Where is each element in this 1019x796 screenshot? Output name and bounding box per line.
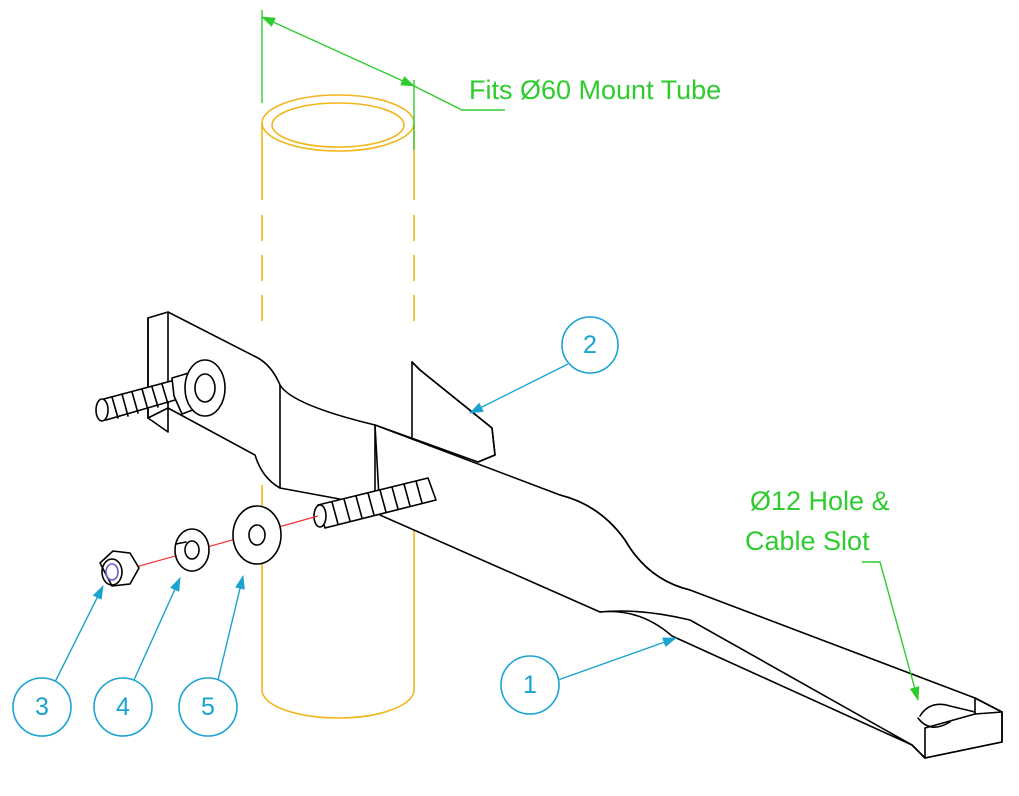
balloon-3-label: 3: [35, 693, 49, 721]
nyloc-nut-part-3: [99, 550, 140, 587]
lower-stud: [313, 477, 437, 529]
bracket-arm-part-1: [374, 424, 1003, 759]
hole-note-line-2: Cable Slot: [745, 526, 870, 556]
tube-fit-note: Fits Ø60 Mount Tube: [469, 75, 721, 105]
hole-note-leader: [862, 561, 920, 701]
balloon-2: 2: [469, 316, 619, 414]
balloon-5: 5: [178, 575, 245, 737]
spring-washer-part-4: [174, 528, 210, 572]
bolt-axis-line: [117, 515, 319, 573]
balloon-1-label: 1: [523, 671, 537, 699]
balloon-5-label: 5: [201, 693, 215, 721]
hole-note-line-1: Ø12 Hole &: [750, 486, 890, 516]
upper-bolt: [95, 359, 226, 422]
tube-diameter-dimension: [261, 10, 505, 150]
flat-washer-part-5: [232, 505, 282, 565]
balloon-4: 4: [93, 577, 181, 737]
mount-tube: [261, 94, 415, 719]
balloon-1: 1: [500, 637, 677, 715]
balloon-3: 3: [12, 585, 104, 737]
balloon-2-label: 2: [583, 331, 597, 359]
balloon-4-label: 4: [116, 693, 130, 721]
